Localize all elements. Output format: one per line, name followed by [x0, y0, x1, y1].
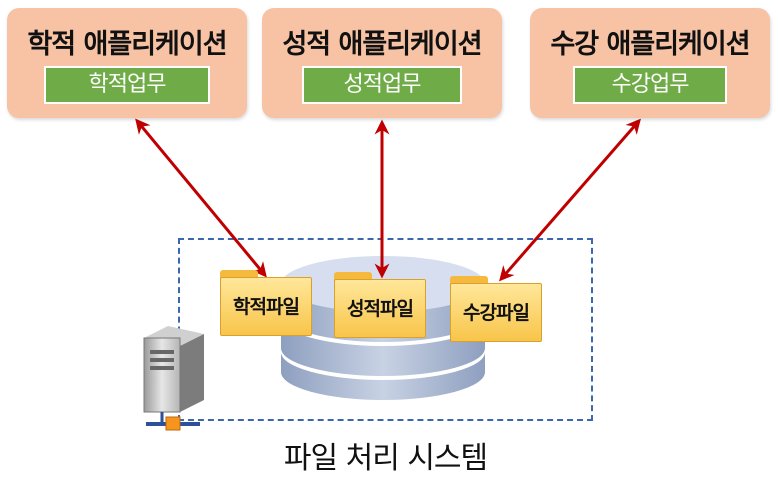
folder-icon — [450, 276, 488, 286]
app-box-academic: 학적 애플리케이션 학적업무 — [7, 8, 247, 118]
file-label: 성적파일 — [347, 298, 414, 320]
app-title: 성적 애플리케이션 — [282, 29, 482, 60]
arrow-academic — [135, 118, 267, 278]
folder-grades-file: 성적파일 — [334, 272, 426, 338]
folder-academic-file: 학적파일 — [220, 270, 312, 336]
task-box: 학적업무 — [44, 66, 210, 104]
app-title: 수강 애플리케이션 — [550, 29, 750, 60]
task-box: 성적업무 — [302, 66, 462, 104]
app-title: 학적 애플리케이션 — [27, 29, 227, 60]
server-icon — [143, 326, 204, 431]
folder-icon — [334, 272, 372, 282]
folder-enrollment-file: 수강파일 — [450, 276, 542, 342]
app-box-grades: 성적 애플리케이션 성적업무 — [262, 8, 502, 118]
arrow-enrollment — [499, 118, 641, 282]
folder-icon — [220, 270, 258, 280]
file-label: 학적파일 — [233, 296, 300, 318]
task-box: 수강업무 — [573, 66, 727, 104]
system-caption: 파일 처리 시스템 — [283, 441, 488, 476]
app-box-enrollment: 수강 애플리케이션 수강업무 — [530, 8, 770, 118]
file-label: 수강파일 — [463, 302, 530, 324]
